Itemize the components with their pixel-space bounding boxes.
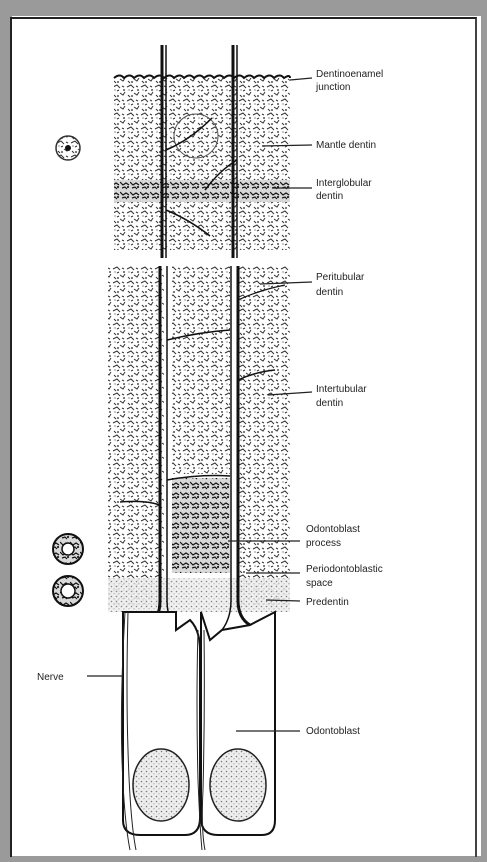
label-peritubular-1: Peritubular <box>316 272 365 283</box>
label-space-2: space <box>306 578 333 589</box>
label-odontoblast: Odontoblast <box>306 726 360 737</box>
label-intertubular-1: Intertubular <box>316 384 367 395</box>
tubule-cross-section-mid <box>53 534 83 564</box>
dentinoenamel-junction-line <box>114 76 290 79</box>
mantle-dentin-region <box>114 76 290 251</box>
label-dej-2: junction <box>315 82 350 93</box>
nucleus-left <box>133 749 189 821</box>
interglobular-band <box>114 180 290 202</box>
tubule-cross-section-top <box>56 136 80 160</box>
circumpulpal-dentin-region <box>108 262 290 612</box>
label-interglobular-2: dentin <box>316 191 343 202</box>
tubule-cross-section-low <box>53 576 83 606</box>
label-interglobular-1: Interglobular <box>316 178 372 189</box>
label-dej-1: Dentinoenamel <box>316 69 383 80</box>
label-process-2: process <box>306 538 341 549</box>
label-process-1: Odontoblast <box>306 524 360 535</box>
label-predentin: Predentin <box>306 597 349 608</box>
label-intertubular-2: dentin <box>316 398 343 409</box>
label-space-1: Periodontoblastic <box>306 564 383 575</box>
label-peritubular-2: dentin <box>316 287 343 298</box>
predentin-zone <box>108 578 290 612</box>
label-nerve: Nerve <box>37 672 64 683</box>
nucleus-right <box>210 749 266 821</box>
label-mantle-dentin: Mantle dentin <box>316 140 376 151</box>
